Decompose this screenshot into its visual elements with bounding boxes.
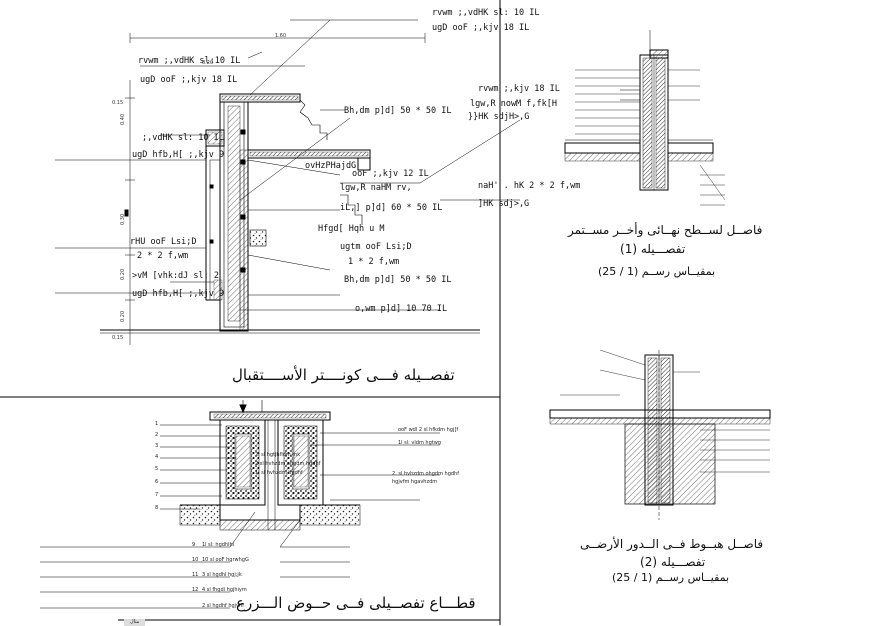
container-label-19: 2 * 2 f,wm [137, 251, 189, 261]
planter-label-6: 1l sl hvhzdm hgdhf [255, 470, 303, 476]
container-label-17: Hfgd[ Hqh u M [318, 224, 385, 234]
container-label-20: ugtm ooF Lsi;D [340, 242, 412, 252]
roof-detail-title: فاصــل لســطح نهــائى وأخــر مســتمر [568, 223, 763, 237]
planter-bottom-label-2: 10 sl ooF hgrwhgG [202, 557, 249, 563]
planter-detail-title: قطـــاع تفصــيلى فــى حــوض الـــزرع [236, 594, 476, 612]
planter-label-4: 2l sl hgtjhfldm mk [255, 452, 301, 458]
container-label-18: rHU ooF Lsi;D [130, 237, 197, 247]
planter-num-6: 6 [155, 479, 159, 485]
ground-detail-title: فاصــل هبــوط فــى الــدور الأرضــى [580, 537, 764, 551]
planter-label-5: 2 sl hvhzdm ohgdm hgdhf [255, 461, 321, 467]
planter-num-7: 7 [155, 492, 159, 498]
container-label-16: iL,] p]d] 60 * 50 IL [340, 203, 443, 213]
roof-detail-scale: بمقيــاس رســم (1 / 25) [598, 265, 716, 278]
container-label-11: ovHzPHajdG [305, 161, 357, 171]
container-label-9: ;,vdHK sl: 10 IL [142, 133, 224, 143]
container-detail-title: تفصــيله فـــى كونــــتر الأســــتقبال [232, 366, 455, 384]
container-label-3: rvwm ;,vdHK sl:10 IL [138, 56, 241, 66]
container-label-24: Bh,dm p]d] 50 * 50 IL [344, 275, 452, 285]
container-label-2: ugD ooF ;,kjv 18 IL [432, 23, 530, 33]
container-label-23: ugD hfb,H[ ;,kjv 9 [132, 289, 225, 299]
planter-num-11: 11 [192, 572, 199, 578]
planter-num-4: 4 [155, 454, 159, 460]
planter-bottom-label-4: 4 sl fhgdi hgjhiym [202, 587, 247, 593]
ground-joint-drawing [549, 349, 771, 520]
planter-section-drawing [40, 400, 440, 609]
dim-6: 0.20 [120, 310, 126, 322]
dim-7: 0.15 [112, 100, 124, 106]
dim-5: 0.20 [120, 268, 126, 280]
container-label-12: ooF ;,kjv 12 IL [352, 169, 429, 179]
container-label-4: ugD ooF ;,kjv 18 IL [140, 75, 238, 85]
dim-4: 0.30 [120, 213, 126, 225]
dim-8: 0.15 [112, 335, 124, 341]
container-label-8: Bh,dm p]d] 50 * 50 IL [344, 106, 452, 116]
sheet-separators [0, 0, 501, 625]
planter-label-1: ooF wdl 2 sl hfkdm hgj]f [398, 427, 459, 433]
dim-2: 0.20 [202, 60, 214, 66]
planter-footer-tab: مثال [124, 619, 146, 626]
ground-detail-subtitle: تفصـــيله (2) [640, 555, 706, 569]
dim-1: 1.60 [275, 33, 287, 39]
planter-label-2: 1l sl: vldm hgtwg [398, 440, 441, 446]
container-section-drawing [55, 19, 521, 345]
container-label-6: lgw,R nowM f,fk[H [470, 99, 557, 109]
roof-joint-drawing [564, 30, 726, 206]
dim-3: 0.40 [120, 113, 126, 125]
planter-label-7: hgjvfm hgavhzdm [392, 479, 438, 485]
planter-num-3: 3 [155, 443, 159, 449]
planter-num-5: 5 [155, 466, 159, 472]
container-label-21: 1 * 2 f,wm [348, 257, 400, 267]
container-label-5: rvwm ;,kjv 18 IL [478, 84, 560, 94]
planter-bottom-label-3: 3 sl hgdhl hgj;jk [202, 572, 242, 578]
container-label-1: rvwm ;,vdHK sl: 10 IL [432, 8, 540, 18]
planter-bottom-label-1: 1l sl: hgdhlhl [202, 542, 235, 548]
planter-num-1: 1 [155, 421, 159, 427]
container-label-7: }}HK sdjH>,G [468, 112, 530, 122]
container-label-14: naH' . hK 2 * 2 f,wm [478, 181, 581, 191]
planter-bottom-label-5: 2 sl hgdhf hgjvhf [202, 603, 245, 609]
roof-detail-subtitle: تفصـــيله (1) [620, 242, 686, 256]
planter-num-9: 9 [192, 542, 196, 548]
container-label-25: o,wm p]d] 10 70 IL [355, 304, 448, 314]
container-label-13: lgw,R naHM rv, [340, 183, 412, 193]
planter-num-2: 2 [155, 432, 159, 438]
container-label-15: ]HK sdj>,G [478, 199, 530, 209]
planter-num-12: 12 [192, 587, 199, 593]
planter-num-8: 8 [155, 505, 159, 511]
container-label-22: >vM [vhk:dJ sl: 2 [132, 271, 219, 281]
planter-num-10: 10 [192, 557, 199, 563]
ground-detail-scale: بمقيــاس رســم (1 / 25) [612, 571, 730, 584]
container-label-10: ugD hfb,H[ ;,kjv 9 [132, 150, 225, 160]
planter-label-3: 2. sl hvhzdm ohgdm hgdhf [392, 471, 459, 477]
